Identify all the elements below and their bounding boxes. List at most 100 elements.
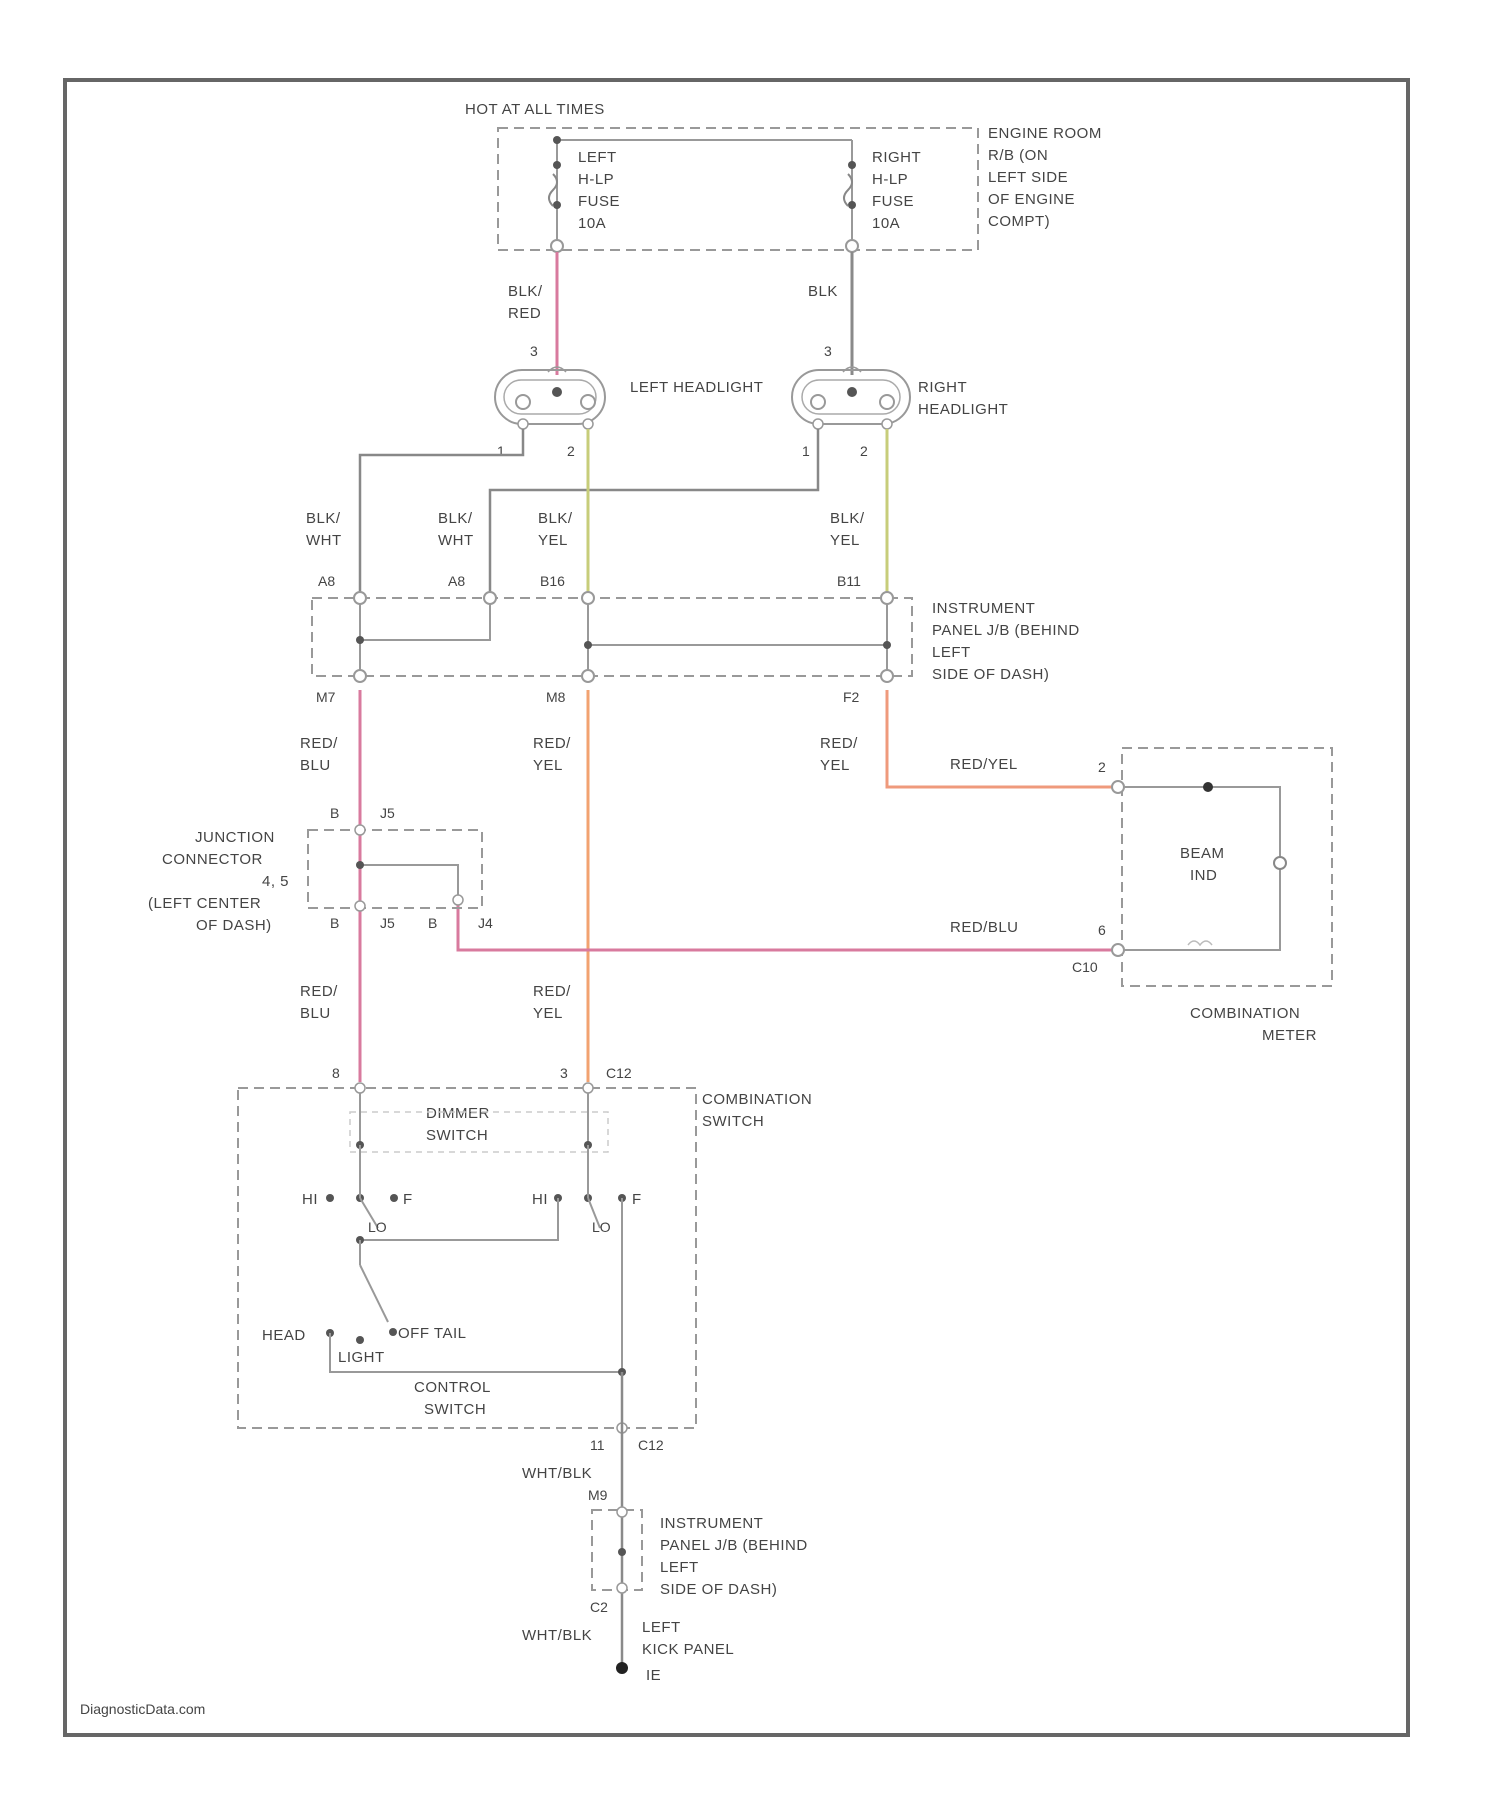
left-fuse-line4: 10A xyxy=(578,215,606,232)
ground-jb-label-3: LEFT xyxy=(660,1559,699,1576)
jb-label-line1: INSTRUMENT xyxy=(932,600,1035,617)
wire-label-wht-blk-1: WHT/BLK xyxy=(522,1465,592,1482)
dimmer-lo-2: LO xyxy=(592,1219,611,1235)
right-headlight: RIGHT HEADLIGHT 1 2 xyxy=(792,367,1008,459)
jc-pin-bottom-left: B xyxy=(330,915,339,931)
wire-label-red-yel-2b: YEL xyxy=(820,757,850,774)
meter-connector-c10: C10 xyxy=(1072,959,1098,975)
combination-meter: BEAM IND 2 6 C10 COMBINATION METER xyxy=(1072,748,1332,1044)
switch-pin-3: 3 xyxy=(560,1065,568,1081)
wire-label-red-blu-2b: BLU xyxy=(300,1005,331,1022)
wire-red-blu-meter xyxy=(458,905,1118,950)
ground-location-2: KICK PANEL xyxy=(642,1641,734,1658)
right-headlight-label-1: RIGHT xyxy=(918,379,967,396)
right-headlight-label-2: HEADLIGHT xyxy=(918,401,1008,418)
jb-pin-f2: F2 xyxy=(843,689,860,705)
fuse-box-location-line3: LEFT SIDE xyxy=(988,169,1068,186)
left-fuse-line1: LEFT xyxy=(578,149,617,166)
jb-pin-a8-left: A8 xyxy=(318,573,335,589)
switch-connector-c12-top: C12 xyxy=(606,1065,632,1081)
dimmer-lo-1: LO xyxy=(368,1219,387,1235)
wire-label-red-yel-h: RED/YEL xyxy=(950,756,1018,773)
wire-label-blk: BLK xyxy=(808,283,838,300)
junction-connector: B J5 B J5 B J4 JUNCTION CONNECTOR 4, 5 (… xyxy=(148,805,493,934)
switch-connector-c12-bottom: C12 xyxy=(638,1437,664,1453)
fuse-box-location-line1: ENGINE ROOM xyxy=(988,125,1102,142)
wire-label-wht-blk-2: WHT/BLK xyxy=(522,1627,592,1644)
ground-jb-pin-c2: C2 xyxy=(590,1599,608,1615)
control-switch-line1: CONTROL xyxy=(414,1379,491,1396)
wire-label-blk-wht-2b: WHT xyxy=(438,532,474,549)
jb-label-line2: PANEL J/B (BEHIND xyxy=(932,622,1080,639)
jb-pin-b16: B16 xyxy=(540,573,565,589)
control-head: HEAD xyxy=(262,1327,306,1344)
left-headlight-pin-3: 3 xyxy=(530,343,538,359)
jb-label-line4: SIDE OF DASH) xyxy=(932,666,1049,683)
wire-label-red-blu-1b: BLU xyxy=(300,757,331,774)
ground-jb-pin-m9: M9 xyxy=(588,1487,608,1503)
control-switch-line2: SWITCH xyxy=(424,1401,486,1418)
hot-at-all-times-label: HOT AT ALL TIMES xyxy=(465,101,605,118)
jc-pin-top: B xyxy=(330,805,339,821)
wire-label-blk-yel-1a: BLK/ xyxy=(538,510,573,527)
jc-pin-bottom-right: B xyxy=(428,915,437,931)
jc-label-line2: CONNECTOR xyxy=(162,851,263,868)
jc-jack-bottom-left: J5 xyxy=(380,915,395,931)
control-light: LIGHT xyxy=(338,1349,385,1366)
wire-label-red-yel-3a: RED/ xyxy=(533,983,571,1000)
jc-jack-bottom-right: J4 xyxy=(478,915,493,931)
fuse-box-location-line2: R/B (ON xyxy=(988,147,1048,164)
dimmer-switch-line1: DIMMER xyxy=(426,1105,490,1122)
jc-label-line5: OF DASH) xyxy=(196,917,272,934)
left-headlight: LEFT HEADLIGHT 1 2 xyxy=(495,367,763,459)
control-off-tail: OFF TAIL xyxy=(398,1325,466,1342)
wire-label-red-yel-2a: RED/ xyxy=(820,735,858,752)
left-headlight-pin-2: 2 xyxy=(567,443,575,459)
combination-switch-label-1: COMBINATION xyxy=(702,1091,812,1108)
dimmer-switch-line2: SWITCH xyxy=(426,1127,488,1144)
wire-label-red-blu-1a: RED/ xyxy=(300,735,338,752)
wire-label-blk-yel-1b: YEL xyxy=(538,532,568,549)
meter-indicator-line1: BEAM xyxy=(1180,845,1225,862)
left-headlight-label: LEFT HEADLIGHT xyxy=(630,379,763,396)
wire-label-red-yel-1b: YEL xyxy=(533,757,563,774)
dimmer-f-2: F xyxy=(632,1191,642,1208)
switch-pin-8: 8 xyxy=(332,1065,340,1081)
right-headlight-pin-2: 2 xyxy=(860,443,868,459)
ground-location-1: LEFT xyxy=(642,1619,681,1636)
left-headlight-pin-1: 1 xyxy=(497,443,505,459)
switch-pin-11: 11 xyxy=(590,1437,605,1453)
wire-label-blk-wht-2a: BLK/ xyxy=(438,510,473,527)
wire-label-blk-yel-2a: BLK/ xyxy=(830,510,865,527)
ground-id: IE xyxy=(646,1667,661,1684)
jc-label-line3: 4, 5 xyxy=(262,873,289,890)
jc-label-line4: (LEFT CENTER xyxy=(148,895,261,912)
wire-label-red-yel-3b: YEL xyxy=(533,1005,563,1022)
meter-pin-6: 6 xyxy=(1098,922,1106,938)
wire-label-red-blu-h: RED/BLU xyxy=(950,919,1019,936)
jb-pin-m7: M7 xyxy=(316,689,336,705)
instrument-panel-jb-upper: A8 A8 B16 B11 M7 M8 F2 INSTRUMENT PANEL … xyxy=(312,573,1080,705)
meter-pin-2: 2 xyxy=(1098,759,1106,775)
right-fuse-line1: RIGHT xyxy=(872,149,921,166)
diagram-frame xyxy=(65,80,1408,1735)
right-headlight-pin-3: 3 xyxy=(824,343,832,359)
wire-label-blk-red-1: BLK/ xyxy=(508,283,543,300)
meter-label-line2: METER xyxy=(1262,1027,1317,1044)
meter-indicator-line2: IND xyxy=(1190,867,1217,884)
ground-icon xyxy=(616,1662,628,1674)
ground-jb-label-1: INSTRUMENT xyxy=(660,1515,763,1532)
right-fuse-line4: 10A xyxy=(872,215,900,232)
wire-label-red-yel-1a: RED/ xyxy=(533,735,571,752)
dimmer-f-1: F xyxy=(403,1191,413,1208)
wire-label-red-blu-2a: RED/ xyxy=(300,983,338,1000)
watermark-text: DiagnosticData.com xyxy=(80,1701,205,1717)
left-fuse-line3: FUSE xyxy=(578,193,620,210)
ground-jb-label-2: PANEL J/B (BEHIND xyxy=(660,1537,808,1554)
jb-pin-a8-right: A8 xyxy=(448,573,465,589)
wire-label-blk-yel-2b: YEL xyxy=(830,532,860,549)
wire-label-blk-wht-1b: WHT xyxy=(306,532,342,549)
fuse-box: HOT AT ALL TIMES LEFT H-LP FUSE 10A RIGH… xyxy=(465,101,1102,252)
jb-pin-m8: M8 xyxy=(546,689,566,705)
